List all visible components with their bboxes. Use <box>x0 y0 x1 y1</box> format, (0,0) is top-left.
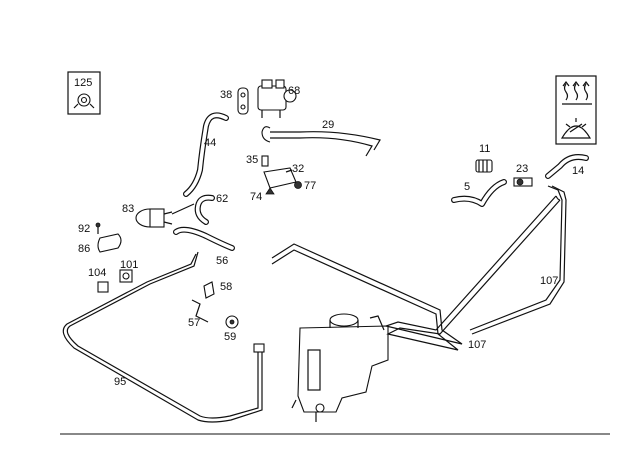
label-11: 11 <box>479 143 490 155</box>
connector-23[interactable]: 23 <box>513 163 533 187</box>
hose-5[interactable]: 5 <box>451 179 507 207</box>
label-86: 86 <box>78 243 90 255</box>
pump-83[interactable]: 83 <box>122 203 195 228</box>
clip-101[interactable]: 101 <box>119 259 138 283</box>
clip-57[interactable]: 57 <box>188 299 209 329</box>
label-44: 44 <box>204 137 216 149</box>
sensor-35[interactable]: 35 <box>246 154 269 167</box>
label-57: 57 <box>188 317 200 329</box>
clip-104[interactable]: 104 <box>88 267 109 293</box>
hose-62[interactable]: 62 <box>194 193 229 225</box>
label-95: 95 <box>114 376 126 388</box>
bracket-32[interactable]: 32 <box>263 163 304 189</box>
grommet-11[interactable]: 11 <box>475 143 493 173</box>
label-29: 29 <box>322 119 334 131</box>
heater-symbol-box <box>555 75 597 145</box>
holder-86[interactable]: 86 <box>78 233 122 255</box>
label-77: 77 <box>304 180 316 192</box>
label-62: 62 <box>216 193 228 205</box>
bracket-58[interactable]: 58 <box>203 281 232 299</box>
hose-14[interactable]: 14 <box>545 154 589 179</box>
nut-77[interactable]: 77 <box>294 180 317 192</box>
hose-56[interactable]: 56 <box>173 226 235 267</box>
label-5: 5 <box>464 181 470 193</box>
label-59: 59 <box>224 331 236 343</box>
label-68: 68 <box>288 85 300 97</box>
bracket-38[interactable]: 38 <box>220 87 249 115</box>
label-107-b: 107 <box>468 339 486 351</box>
label-74: 74 <box>250 191 262 203</box>
callout-box-125[interactable]: 125 <box>67 71 101 115</box>
hose-44[interactable]: 44 <box>183 112 229 197</box>
grommet-74[interactable]: 74 <box>250 187 275 203</box>
label-23: 23 <box>516 163 528 175</box>
hose-line-107[interactable]: 107 107 <box>271 185 567 351</box>
pipe-assembly-29[interactable]: 29 <box>261 119 381 157</box>
valve-unit-68[interactable]: 68 <box>257 79 300 118</box>
windshield-spray-icon <box>560 118 592 139</box>
label-14: 14 <box>572 165 584 177</box>
label-104: 104 <box>88 267 106 279</box>
label-101: 101 <box>120 259 138 271</box>
screw-92[interactable]: 92 <box>78 222 101 235</box>
label-58: 58 <box>220 281 232 293</box>
label-35: 35 <box>246 154 258 166</box>
label-125: 125 <box>74 77 92 89</box>
label-92: 92 <box>78 223 90 235</box>
label-107-a: 107 <box>540 275 558 287</box>
valve-59[interactable]: 59 <box>224 315 239 343</box>
hose-line-95[interactable]: 95 <box>62 251 265 423</box>
label-38: 38 <box>220 89 232 101</box>
label-32: 32 <box>292 163 304 175</box>
washer-reservoir[interactable] <box>291 313 389 422</box>
heat-waves-icon <box>562 81 592 105</box>
clamp-icon <box>73 93 95 109</box>
label-83: 83 <box>122 203 134 215</box>
label-56: 56 <box>216 255 228 267</box>
